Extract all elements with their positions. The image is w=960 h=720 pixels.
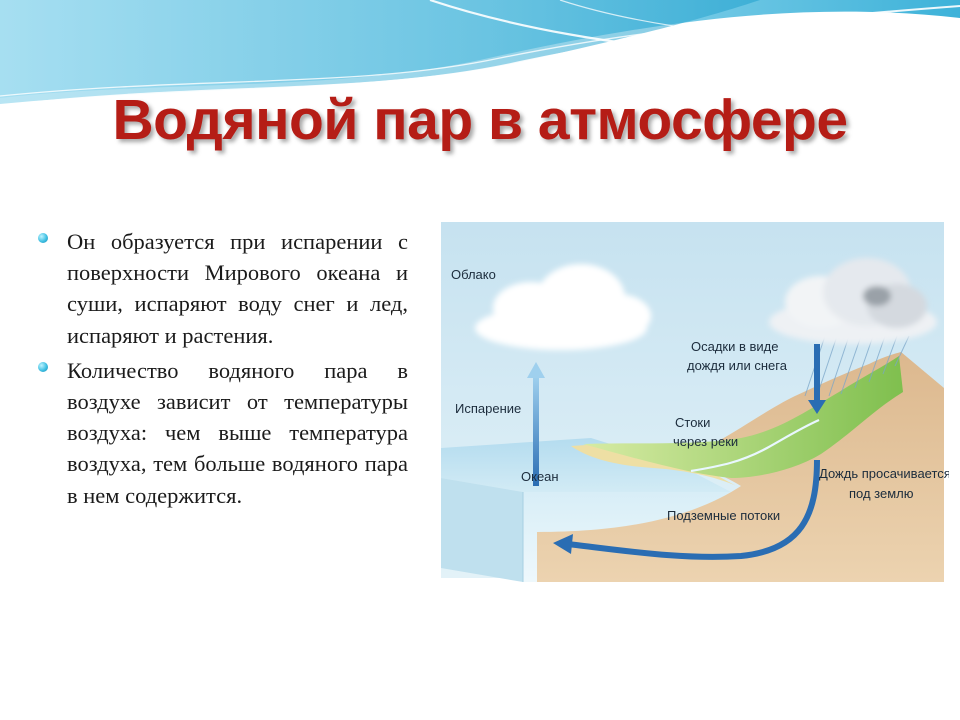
- label-precipitation-line1: Осадки в виде: [691, 339, 779, 354]
- land-block: [537, 352, 944, 582]
- label-runoff-line2: через реки: [673, 434, 738, 449]
- label-infiltration-line1: Дождь просачивается: [819, 466, 949, 481]
- bullet-item-amount: Количество водяного пара в воздухе завис…: [38, 355, 408, 511]
- cloud-right-icon: [769, 258, 937, 344]
- bullet-list: Он образуется при испарении с поверхност…: [38, 226, 408, 515]
- label-precipitation-line2: дождя или снега: [687, 358, 788, 373]
- groundwater-arrow-icon: [553, 459, 820, 560]
- label-cloud: Облако: [451, 267, 496, 282]
- label-infiltration-line2: под землю: [849, 486, 914, 501]
- bullet-dot-icon: [38, 361, 48, 372]
- bullet-item-formation: Он образуется при испарении с поверхност…: [38, 226, 408, 351]
- precipitation-arrow-icon: [808, 344, 826, 414]
- evaporation-arrow-icon: [527, 362, 545, 486]
- label-ocean: Океан: [521, 469, 559, 484]
- bullet-text: Он образуется при испарении с поверхност…: [67, 229, 408, 348]
- rain-streaks: [804, 335, 910, 397]
- wave-header-decoration: [0, 0, 960, 107]
- bullet-dot-icon: [38, 233, 48, 243]
- label-runoff-line1: Стоки: [675, 415, 710, 430]
- bullet-text: Количество водяного пара в воздухе завис…: [67, 357, 408, 508]
- label-evaporation: Испарение: [455, 401, 521, 416]
- label-groundwater: Подземные потоки: [667, 508, 780, 523]
- water-cycle-diagram: Облако Испарение Океан Осадки в виде дож…: [441, 216, 949, 584]
- cloud-left-icon: [475, 264, 651, 350]
- slide-title: Водяной пар в атмосфере: [112, 88, 848, 152]
